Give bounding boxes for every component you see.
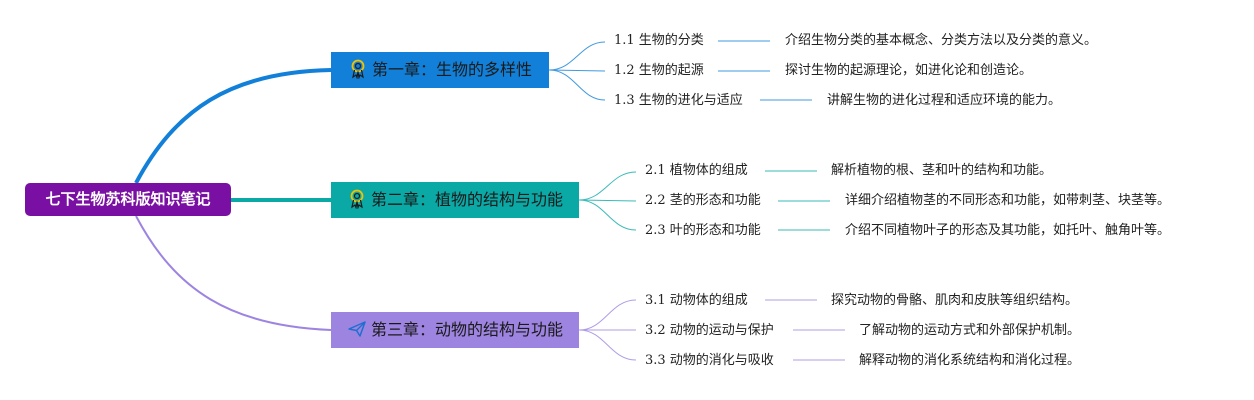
topic-3-1-description: 探究动物的骨骼、肌肉和皮肤等组织结构。 (831, 293, 1079, 308)
chapter-node-1[interactable]: 第一章：生物的多样性 (331, 52, 549, 88)
root-to-chapter-3-connector (135, 215, 332, 331)
topic-2-3[interactable]: 2.3 叶的形态和功能 (645, 223, 761, 238)
chapter-3-branch-1 (578, 299, 637, 331)
chapter-2-branch-3 (578, 199, 637, 231)
paper-plane-icon (347, 319, 367, 339)
topic-1-3-description: 讲解生物的进化过程和适应环境的能力。 (827, 93, 1062, 108)
chapter-3-title: 第三章：动物的结构与功能 (370, 320, 563, 339)
topic-2-3-description: 介绍不同植物叶子的形态及其功能，如托叶、触角叶等。 (845, 223, 1171, 238)
chapter-node-2[interactable]: 第二章：植物的结构与功能 (331, 182, 579, 218)
topic-3-2-description: 了解动物的运动方式和外部保护机制。 (859, 323, 1081, 338)
chapter-1-branch-3 (548, 69, 606, 101)
topic-1-2[interactable]: 1.2 生物的起源 (614, 63, 704, 78)
topic-3-1[interactable]: 3.1 动物体的组成 (645, 293, 748, 308)
topic-2-1[interactable]: 2.1 植物体的组成 (645, 163, 748, 178)
topic-3-3-description: 解释动物的消化系统结构和消化过程。 (859, 353, 1081, 368)
award-ribbon-icon (348, 59, 368, 79)
topic-1-2-description: 探讨生物的起源理论，如进化论和创造论。 (785, 63, 1033, 78)
topic-1-1[interactable]: 1.1 生物的分类 (614, 33, 704, 48)
topic-2-1-description: 解析植物的根、茎和叶的结构和功能。 (831, 163, 1053, 178)
topic-3-3[interactable]: 3.3 动物的消化与吸收 (645, 353, 774, 368)
topic-2-2-description: 详细介绍植物茎的不同形态和功能，如带刺茎、块茎等。 (845, 193, 1171, 208)
chapter-node-3[interactable]: 第三章：动物的结构与功能 (331, 312, 579, 348)
chapter-1-title: 第一章：生物的多样性 (371, 60, 532, 79)
chapter-2-branch-1 (578, 171, 637, 201)
chapter-3-branch-3 (578, 329, 637, 361)
chapter-2-title: 第二章：植物的结构与功能 (370, 190, 563, 209)
chapter-1-branch-2 (548, 69, 606, 72)
root-to-chapter-1-connector (134, 68, 332, 184)
award-ribbon-icon (347, 189, 367, 209)
chapter-1-branch-1 (548, 41, 606, 71)
topic-3-2[interactable]: 3.2 动物的运动与保护 (645, 323, 774, 338)
root-node[interactable]: 七下生物苏科版知识笔记 (25, 183, 231, 216)
chapter-2-branch-2 (578, 199, 637, 202)
topic-2-2[interactable]: 2.2 茎的形态和功能 (645, 193, 761, 208)
topic-1-1-description: 介绍生物分类的基本概念、分类方法以及分类的意义。 (785, 33, 1098, 48)
topic-1-3[interactable]: 1.3 生物的进化与适应 (614, 93, 743, 108)
